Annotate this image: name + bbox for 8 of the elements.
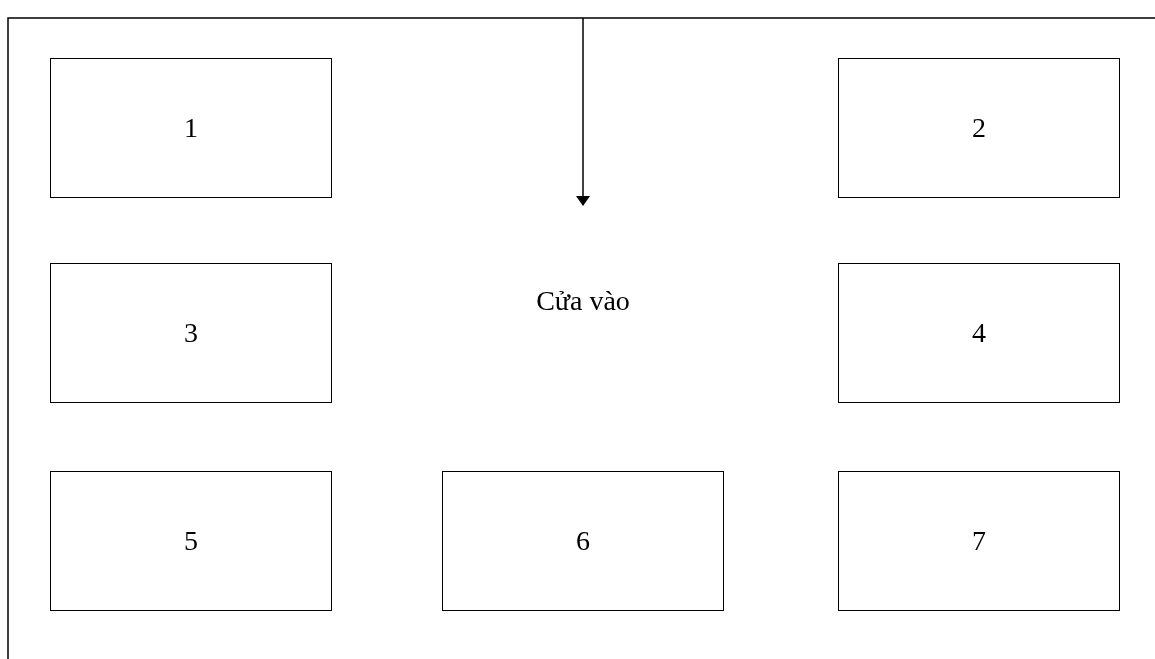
- area-box: 5: [50, 471, 332, 611]
- area-box: 2: [838, 58, 1120, 198]
- area-box: 4: [838, 263, 1120, 403]
- entrance-label: Cửa vào: [536, 285, 630, 317]
- area-box: 3: [50, 263, 332, 403]
- area-box: 6: [442, 471, 724, 611]
- area-box: 7: [838, 471, 1120, 611]
- area-box: 1: [50, 58, 332, 198]
